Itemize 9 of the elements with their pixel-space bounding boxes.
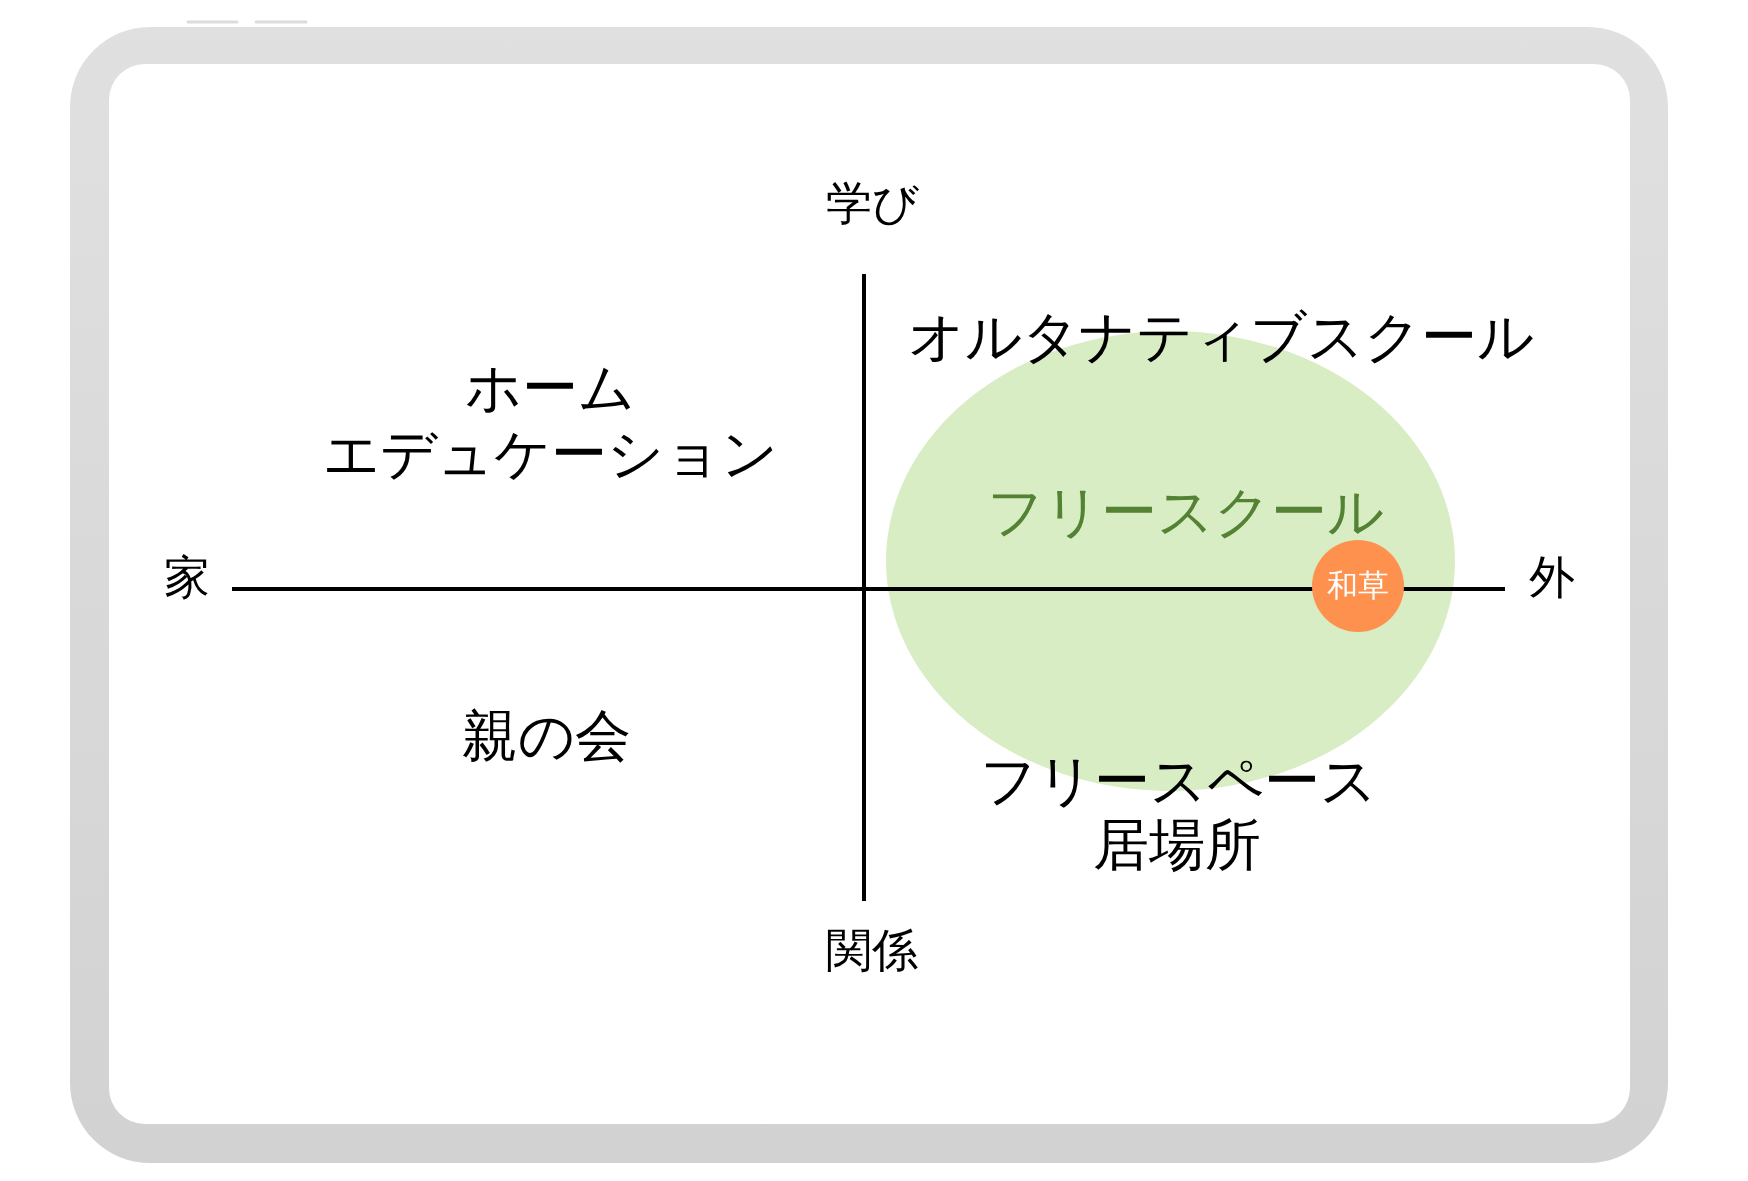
axis-label: 家 [164,549,210,605]
axis-label: 学び [825,175,919,231]
axis-label: 関係 [826,922,918,978]
circle-label: 和草 [1327,567,1389,605]
category-label: オルタナティブスクール [908,303,1534,371]
axis-label: 外 [1529,549,1575,605]
category-label: 親の会 [461,702,631,770]
ellipse-label: フリースクール [986,478,1384,546]
category-label: ホームエデュケーション [322,354,778,488]
